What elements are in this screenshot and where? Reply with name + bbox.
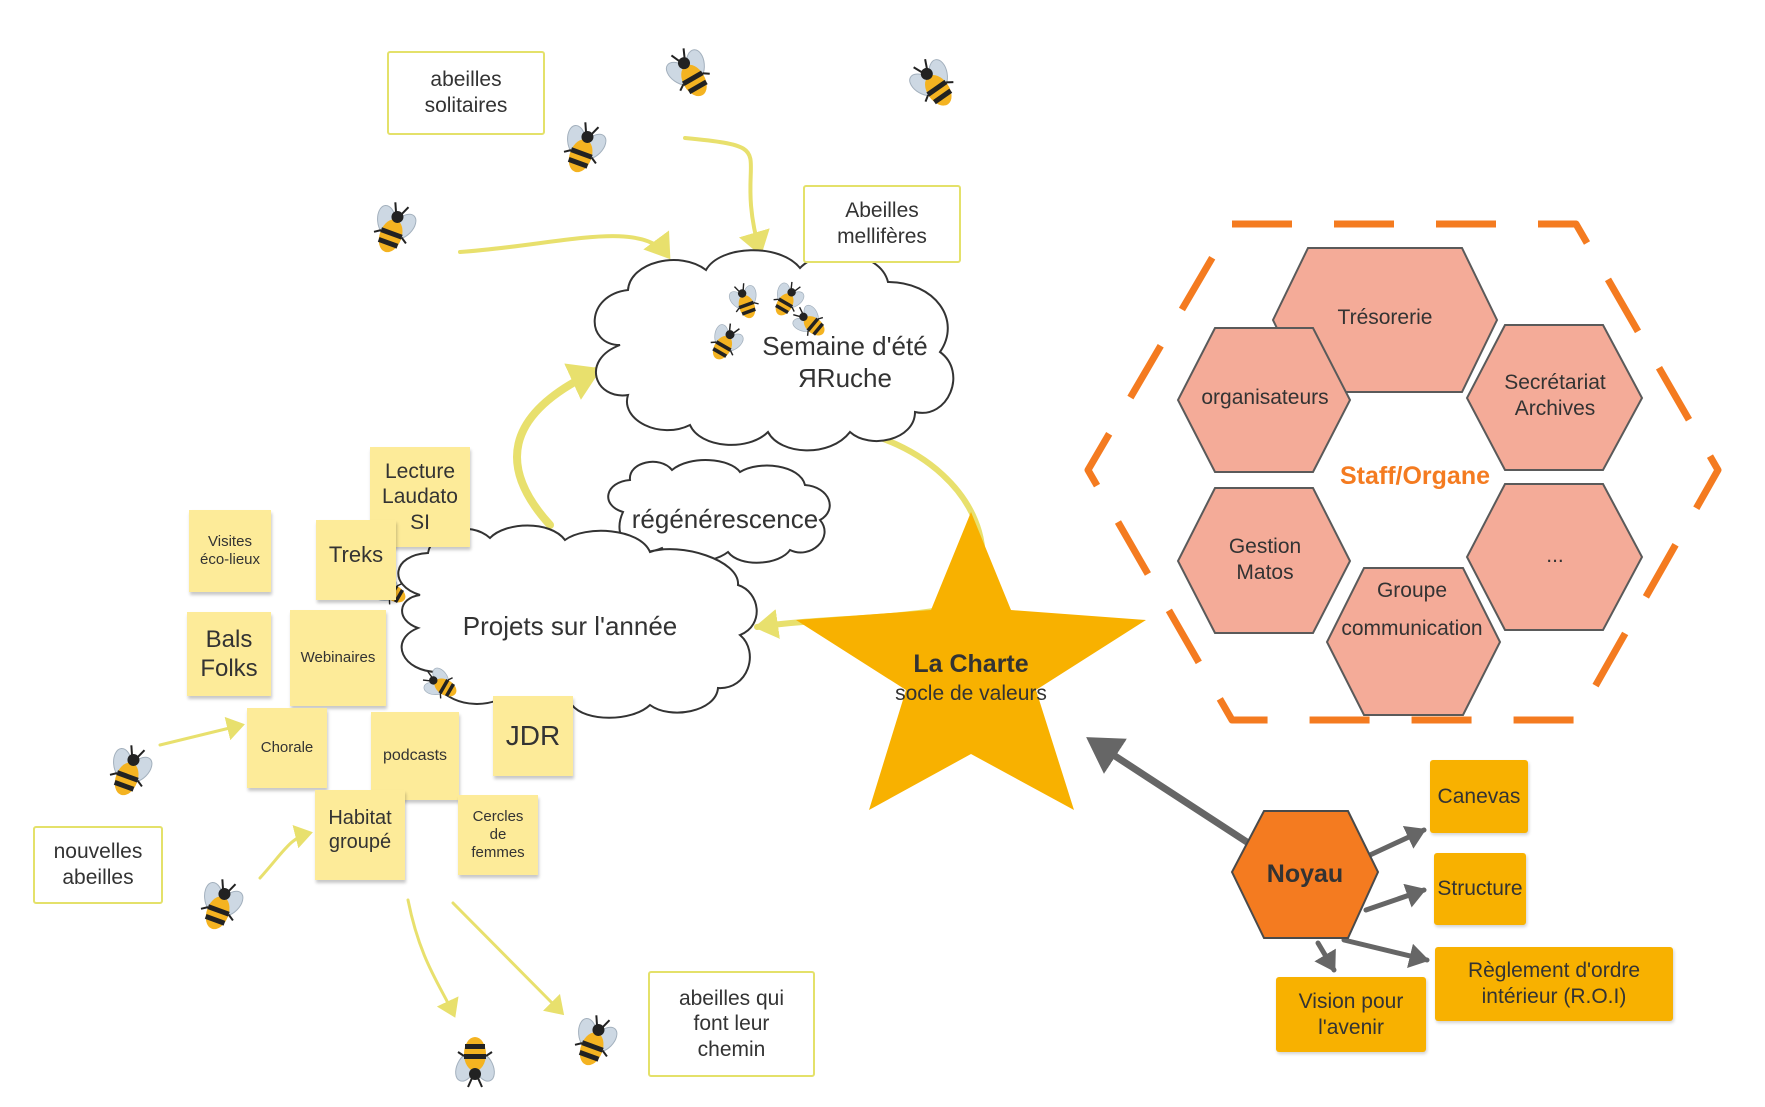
charte-title: La Charte [913,649,1029,678]
note-chorale: Chorale [247,708,327,788]
box-canevas[interactable]: Canevas [1430,760,1528,833]
hex-tresorerie[interactable] [1271,247,1499,393]
wire-solitary-to-summer [458,230,671,260]
wire-habitat-to-bee-1 [406,898,459,1018]
bee-icon [656,39,724,108]
hex-etc[interactable] [1465,483,1644,631]
charte-star [796,512,1146,810]
note-treks: Treks [316,520,396,600]
hex-tresorerie-label: Trésorerie [1337,306,1433,330]
cloud-summer-label: Semaine d'été ЯRuche [762,331,928,393]
note-bals-folks: Bals Folks [187,612,271,696]
wire-projects-to-summer [513,363,602,529]
arrow-noyau-to-charte [1086,737,1257,850]
hex-secretariat-label: Secrétariat Archives [1504,371,1606,420]
hex-secretariat[interactable] [1465,324,1644,471]
arrow-noyau-to-canevas [1367,826,1427,858]
hex-organisateurs[interactable] [1176,327,1352,473]
callout-own-path-bees: abeilles qui font leur chemin [648,971,815,1077]
bee-icon [97,738,161,804]
note-habitat-groupe: Habitat groupé [315,790,405,880]
note-podcasts: podcasts [371,712,459,800]
callout-new-bees: nouvelles abeilles [33,826,163,904]
bee-icon [188,872,252,938]
hex-noyau[interactable] [1230,810,1380,939]
callout-solitary-bees: abeilles solitaires [387,51,545,135]
staff-dashed-frame [1084,220,1722,724]
bee-icon [450,1036,500,1088]
bee-icon [562,1008,626,1074]
charte-subtitle: socle de valeurs [895,682,1047,705]
wire-bees-to-summer [683,136,770,256]
hex-communication-label: Groupe communication [1341,579,1483,640]
staff-title: Staff/Organe [1339,461,1491,490]
note-jdr: JDR [493,696,573,776]
note-visites-eco-lieux: Visites éco-lieux [189,510,271,592]
box-reglement-roi[interactable]: Règlement d'ordre intérieur (R.O.I) [1435,947,1673,1021]
hex-communication[interactable] [1325,567,1502,716]
note-webinaires: Webinaires [290,610,386,706]
wire-bee-to-chorale [158,716,245,747]
arrow-noyau-to-vision [1314,940,1337,973]
bee-icon [551,115,615,181]
box-structure[interactable]: Structure [1434,853,1526,925]
hex-gestion-label: Gestion Matos [1228,535,1302,584]
note-lecture-laudato-si: Lecture Laudato SI [370,447,470,547]
wire-habitat-to-bee-2 [451,901,565,1016]
noyau-label: Noyau [1266,859,1344,888]
cloud-summer-week [593,249,955,452]
cloud-regeneration-label: régénérescence [631,504,819,535]
cloud-projects-label: Projets sur l'année [462,611,678,642]
bee-icon [361,195,425,261]
wire-bee-to-habitat [258,825,313,880]
arrow-noyau-to-roi [1341,937,1430,969]
note-cercles-de-femmes: Cercles de femmes [458,795,538,875]
hex-gestion[interactable] [1176,487,1352,634]
arrow-noyau-to-structure [1363,883,1427,913]
hex-organisateurs-label: organisateurs [1201,386,1329,410]
callout-honey-bees: Abeilles mellifères [803,185,961,263]
box-vision-avenir[interactable]: Vision pour l'avenir [1276,977,1426,1052]
hex-etc-label: ... [1546,544,1564,568]
bee-icon [899,48,969,119]
